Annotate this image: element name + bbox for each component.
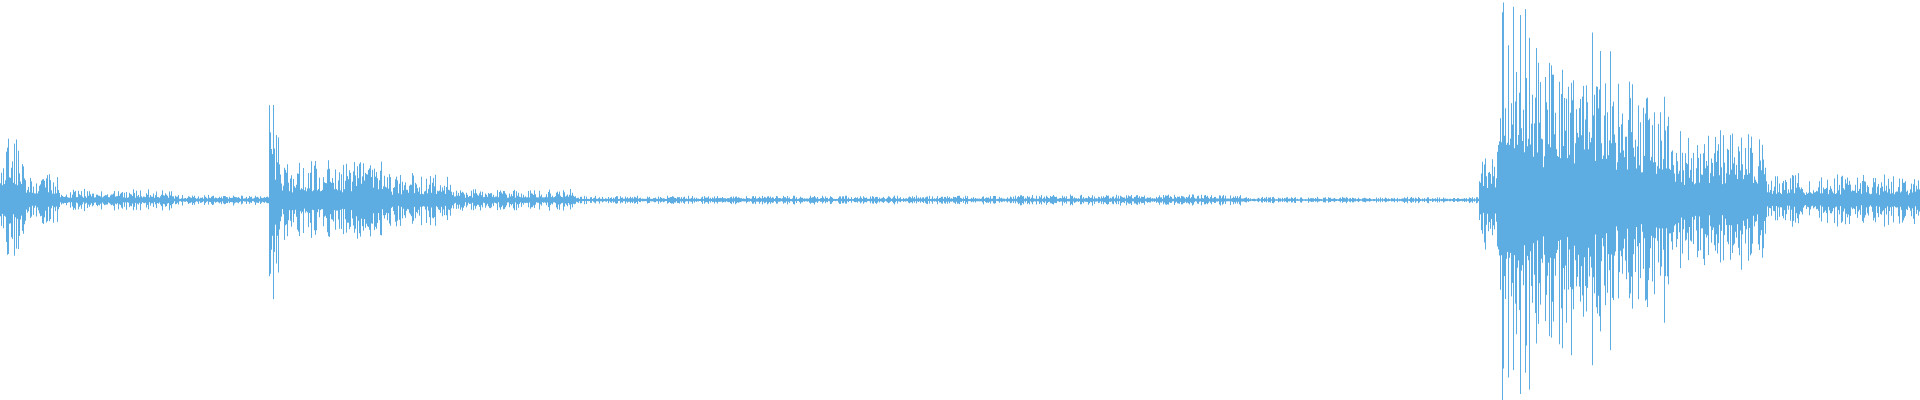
waveform-path: [0, 2, 1920, 400]
waveform-canvas: [0, 2, 1920, 400]
waveform-bars: [0, 2, 1920, 400]
audio-waveform: [0, 2, 1920, 400]
